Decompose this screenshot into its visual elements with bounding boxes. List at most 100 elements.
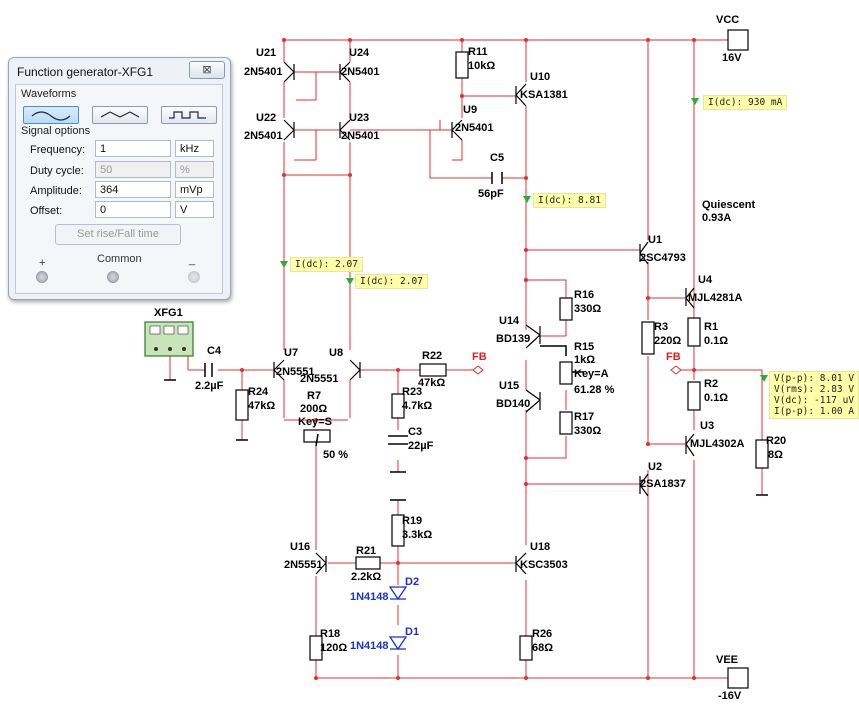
r19-body bbox=[391, 514, 405, 547]
passives bbox=[164, 172, 768, 501]
plus-terminal[interactable] bbox=[36, 271, 48, 283]
u4-part: MJL4281A bbox=[688, 292, 743, 304]
r24-value: 47kΩ bbox=[248, 400, 276, 412]
r20-value: 8Ω bbox=[768, 449, 783, 461]
u14-part: BD139 bbox=[496, 333, 531, 345]
u8-part: 2N5551 bbox=[300, 373, 339, 385]
u16-ref: U16 bbox=[290, 541, 311, 553]
triangle-icon bbox=[100, 111, 140, 118]
junctions bbox=[240, 38, 696, 680]
u7-symbol bbox=[273, 359, 285, 381]
u21-part: 2N5401 bbox=[244, 66, 283, 78]
r2-ref: R2 bbox=[704, 378, 719, 390]
vee-label: VEE bbox=[716, 654, 739, 666]
square-wave-button[interactable] bbox=[161, 106, 217, 124]
offset-input[interactable]: 0 bbox=[95, 201, 171, 218]
u7-part: 2N5551 bbox=[276, 366, 315, 378]
fb-markers bbox=[472, 365, 682, 375]
probe-output-vrms: V(rms): 2.83 V bbox=[774, 384, 855, 395]
r22-ref: R22 bbox=[422, 350, 443, 362]
r17-ref: R17 bbox=[574, 411, 595, 423]
set-rise-fall-button[interactable]: Set rise/Fall time bbox=[55, 224, 181, 245]
u21-ref: U21 bbox=[256, 47, 277, 59]
common-terminal-label: Common bbox=[97, 253, 142, 265]
amplitude-unit[interactable]: mVp bbox=[175, 181, 214, 198]
d2-part: 1N4148 bbox=[350, 591, 389, 603]
r21-ref: R21 bbox=[356, 545, 377, 557]
probe-vas-current[interactable]: I(dc): 8.81 bbox=[533, 193, 606, 208]
close-button[interactable]: ⊠ bbox=[189, 61, 225, 79]
r11-value: 10kΩ bbox=[468, 60, 496, 72]
r15-value: 1kΩ bbox=[574, 354, 596, 366]
minus-terminal[interactable] bbox=[188, 271, 200, 283]
sine-icon bbox=[31, 111, 71, 121]
r1-ref: R1 bbox=[704, 321, 719, 333]
probe-output-vdc: V(dc): -117 uV bbox=[774, 395, 855, 406]
function-generator-window[interactable]: Function generator-XFG1 ⊠ Waveforms Sign… bbox=[8, 57, 231, 300]
probe-output[interactable]: V(p-p): 8.01 V V(rms): 2.83 V V(dc): -11… bbox=[769, 371, 859, 419]
u23-ref: U23 bbox=[349, 112, 370, 124]
u15-ref: U15 bbox=[499, 380, 520, 392]
triangle-wave-button[interactable] bbox=[92, 106, 148, 124]
quiescent-label: Quiescent bbox=[702, 199, 756, 211]
r7-setting: 50 % bbox=[323, 449, 349, 461]
r18-value: 120Ω bbox=[320, 642, 348, 654]
u23-part: 2N5401 bbox=[341, 130, 380, 142]
probe-ltp-left[interactable]: I(dc): 2.07 bbox=[290, 257, 363, 272]
u4-ref: U4 bbox=[698, 274, 713, 286]
r7-value: 200Ω bbox=[300, 403, 328, 415]
diodes bbox=[388, 586, 408, 651]
c3-symbol bbox=[388, 435, 408, 445]
signal-options-label: Signal options bbox=[21, 125, 91, 137]
u10-symbol bbox=[515, 83, 527, 107]
amplitude-label: Amplitude: bbox=[30, 185, 82, 197]
vee-value: -16V bbox=[718, 690, 742, 702]
frequency-unit[interactable]: kHz bbox=[175, 140, 214, 157]
fb-label-left: FB bbox=[472, 351, 487, 363]
d1-symbol bbox=[388, 636, 408, 651]
resistors bbox=[235, 51, 769, 661]
u9-ref: U9 bbox=[463, 104, 478, 116]
duty-cycle-unit[interactable]: % bbox=[175, 161, 214, 178]
c5-ref: C5 bbox=[490, 152, 505, 164]
u14-ref: U14 bbox=[499, 315, 520, 327]
power-connectors bbox=[727, 29, 749, 689]
offset-unit[interactable]: V bbox=[175, 201, 214, 218]
fb-label-right: FB bbox=[666, 351, 681, 363]
common-terminal[interactable] bbox=[107, 271, 119, 283]
plus-terminal-label: + bbox=[39, 257, 46, 269]
power-short-symbol bbox=[390, 471, 406, 501]
r15-setting: 61.28 % bbox=[574, 384, 615, 396]
u14-symbol bbox=[525, 324, 541, 349]
xfg1-symbol[interactable] bbox=[144, 321, 194, 357]
r1-body bbox=[687, 317, 701, 347]
u23-symbol bbox=[339, 119, 351, 141]
u24-symbol bbox=[339, 61, 351, 83]
d2-symbol bbox=[388, 586, 408, 601]
u18-ref: U18 bbox=[530, 541, 551, 553]
u1-ref: U1 bbox=[648, 234, 663, 246]
u8-symbol bbox=[349, 359, 361, 381]
frequency-input[interactable]: 1 bbox=[95, 140, 171, 157]
window-title: Function generator-XFG1 bbox=[17, 65, 154, 79]
probe-ltp-right[interactable]: I(dc): 2.07 bbox=[355, 274, 428, 289]
r1-value: 0.1Ω bbox=[704, 335, 729, 347]
u4-symbol bbox=[685, 287, 695, 309]
probe-vcc-current[interactable]: I(dc): 930 mA bbox=[703, 95, 788, 110]
u1-part: 2SC4793 bbox=[640, 252, 686, 264]
u24-ref: U24 bbox=[349, 47, 370, 59]
amplitude-input[interactable]: 364 bbox=[95, 181, 171, 198]
duty-cycle-input[interactable]: 50 bbox=[95, 161, 171, 178]
u9-part: 2N5401 bbox=[455, 122, 494, 134]
r16-body bbox=[559, 297, 573, 321]
u10-ref: U10 bbox=[530, 71, 551, 83]
r18-ref: R18 bbox=[320, 628, 341, 640]
u22-symbol bbox=[283, 119, 295, 141]
sine-wave-button[interactable] bbox=[23, 106, 79, 124]
r23-body bbox=[391, 393, 405, 419]
transistors bbox=[273, 61, 695, 575]
c4-symbol bbox=[204, 363, 213, 377]
u3-part: MJL4302A bbox=[690, 438, 745, 450]
u3-symbol bbox=[685, 433, 695, 457]
